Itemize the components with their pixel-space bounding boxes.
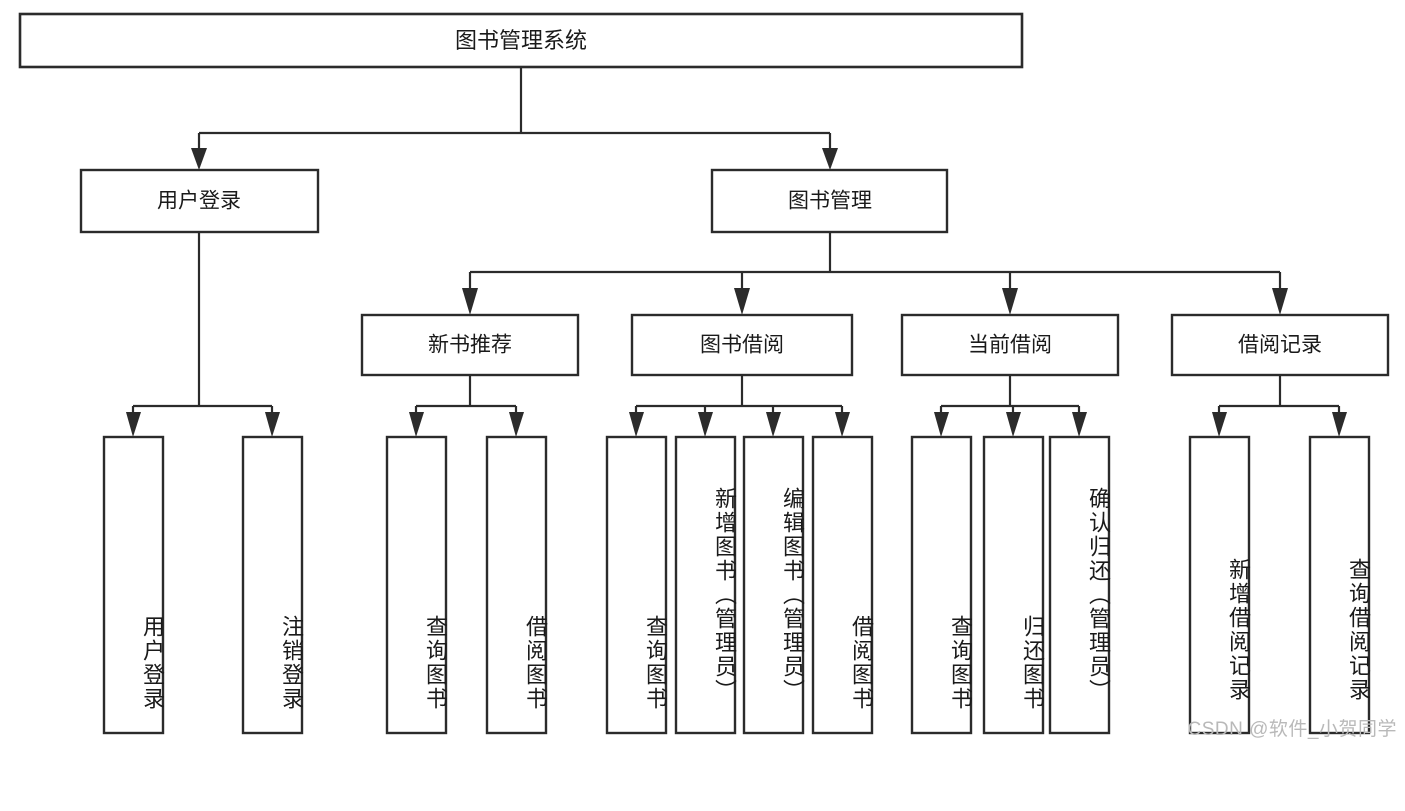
node-book-management[interactable]: 图书管理 [710,168,949,234]
leaf-box-user-login[interactable] [102,435,165,735]
node-current-borrow[interactable]: 当前借阅 [900,313,1120,377]
arrow-head-current-leaf-3 [1072,412,1087,437]
arrow-head-newbook [462,288,478,315]
leaf-box-borrow-book-2[interactable] [811,435,874,735]
node-user-login[interactable]: 用户登录 [79,168,320,234]
node-borrow-record-box[interactable] [1170,313,1390,377]
node-user-login-label: 用户登录 [157,190,241,213]
arrow-head-borrow [734,288,750,315]
arrow-head-current [1002,288,1018,315]
arrow-head-borrow-leaf-1 [629,412,644,437]
arrow-head-leaf-logout [265,412,280,437]
arrow-head-record-leaf-2 [1332,412,1347,437]
node-new-book-recommend[interactable]: 新书推荐 [360,313,580,377]
node-root-box[interactable] [18,12,1024,69]
leaf-box-query-borrow-record[interactable] [1308,435,1371,735]
arrow-head-newbook-leaf-2 [509,412,524,437]
leaf-box-borrow-book-1[interactable] [485,435,548,735]
arrow-head-book-mgmt [822,148,838,170]
node-root-label: 图书管理系统 [455,28,587,53]
node-root[interactable]: 图书管理系统 [18,12,1024,69]
node-current-borrow-label: 当前借阅 [968,334,1052,357]
node-borrow-record[interactable]: 借阅记录 [1170,313,1390,377]
arrow-head-borrow-leaf-4 [835,412,850,437]
leaf-box-add-borrow-record[interactable] [1188,435,1251,735]
arrow-head-record [1272,288,1288,315]
node-new-book-recommend-label: 新书推荐 [428,334,512,357]
arrow-head-borrow-leaf-2 [698,412,713,437]
node-new-book-recommend-box[interactable] [360,313,580,377]
leaf-box-query-book-1[interactable] [385,435,448,735]
node-user-login-box[interactable] [79,168,320,234]
leaf-box-add-book-admin[interactable] [674,435,737,735]
hierarchy-diagram-svg: 图书管理系统 用户登录 图书管理 新书推荐 图书借阅 当前借阅 借阅记录 [18,12,1390,735]
arrow-head-newbook-leaf-1 [409,412,424,437]
leaf-boxes-group [102,435,1371,735]
node-book-borrow-label: 图书借阅 [700,334,784,357]
node-book-management-label: 图书管理 [788,190,872,213]
arrow-head-record-leaf-1 [1212,412,1227,437]
arrow-head-leaf-user-login [126,412,141,437]
arrow-head-borrow-leaf-3 [766,412,781,437]
leaf-box-query-book-2[interactable] [605,435,668,735]
node-current-borrow-box[interactable] [900,313,1120,377]
leaf-box-query-book-3[interactable] [910,435,973,735]
connectors-group [126,67,1347,437]
arrow-head-current-leaf-1 [934,412,949,437]
node-book-borrow[interactable]: 图书借阅 [630,313,854,377]
diagram-canvas-root: 图书管理系统 用户登录 图书管理 新书推荐 图书借阅 当前借阅 借阅记录 [18,12,1397,740]
arrow-head-user-login [191,148,207,170]
node-book-borrow-box[interactable] [630,313,854,377]
node-book-management-box[interactable] [710,168,949,234]
node-borrow-record-label: 借阅记录 [1238,334,1322,357]
leaf-box-return-book[interactable] [982,435,1045,735]
leaf-box-logout[interactable] [241,435,304,735]
csdn-watermark: CSDN @软件_小贺同学 [1187,719,1397,740]
leaf-box-edit-book-admin[interactable] [742,435,805,735]
arrow-head-current-leaf-2 [1006,412,1021,437]
leaf-box-confirm-return-admin[interactable] [1048,435,1111,735]
